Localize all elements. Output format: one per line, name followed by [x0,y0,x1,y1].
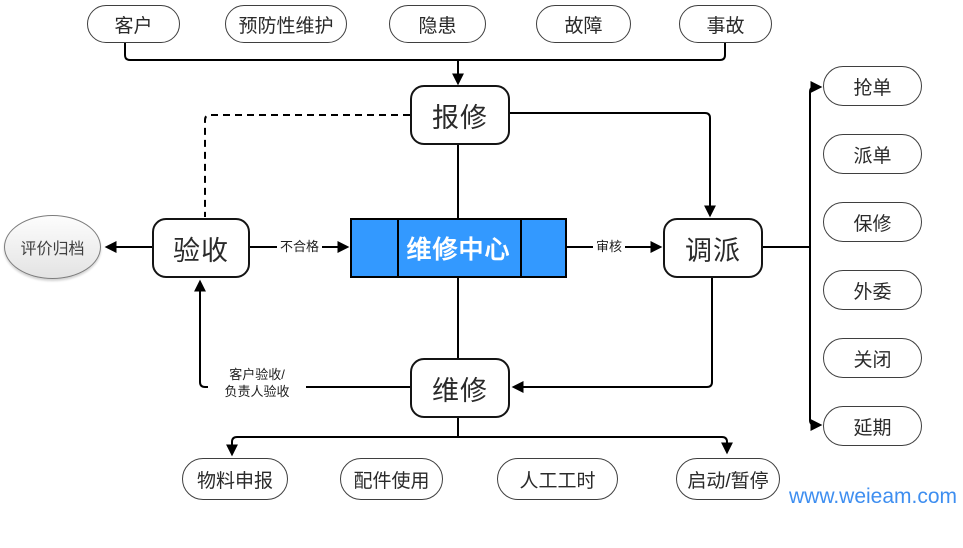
edge-label-unqualified: 不合格 [277,239,323,255]
node-outsource: 外委 [823,270,922,310]
node-dispatch: 调派 [663,218,763,278]
connector-bottom-right [458,436,733,455]
node-maintenance-center: 维修中心 [350,218,567,278]
edge-label-acceptance-note-line2: 负责人验收 [224,384,290,399]
edge-label-acceptance-note: 客户验收/ 负责人验收 [208,366,306,400]
connector-top-bracket [124,43,726,61]
edge-label-acceptance-note-line1: 客户验收/ [229,367,285,382]
connector-repair-to-acceptance [194,279,410,388]
center-box-divider-right [520,220,522,276]
node-report-repair: 报修 [410,85,510,145]
connector-rail-up-to-grab [809,81,823,247]
connector-report-to-dispatch [510,112,716,218]
connector-report-to-acceptance-dashed [204,114,410,217]
node-customer: 客户 [87,5,180,43]
node-warranty: 保修 [823,202,922,242]
connector-bottom-left [226,436,458,457]
node-material-declaration: 物料申报 [182,458,288,500]
node-preventive-maintenance: 预防性维护 [225,5,347,43]
edge-label-audit: 审核 [593,239,626,255]
node-grab-order: 抢单 [823,66,922,106]
node-repair: 维修 [410,358,510,418]
node-start-pause: 启动/暂停 [676,458,780,500]
node-hidden-danger: 隐患 [389,5,486,43]
maintenance-center-label: 维修中心 [406,236,511,264]
center-box-divider-left [397,220,399,276]
node-fault: 故障 [536,5,631,43]
watermark-text: www.weieam.com [789,485,958,508]
node-evaluation-archive: 评价归档 [4,215,101,279]
node-parts-usage: 配件使用 [340,458,443,500]
node-acceptance: 验收 [152,218,250,278]
node-assign-order: 派单 [823,134,922,174]
node-labor-hours: 人工工时 [497,458,618,500]
node-accident: 事故 [679,5,772,43]
node-close: 关闭 [823,338,922,378]
connector-dispatch-to-repair [511,278,713,393]
node-postpone: 延期 [823,406,922,446]
connector-rail-down-to-postpone [809,247,823,431]
